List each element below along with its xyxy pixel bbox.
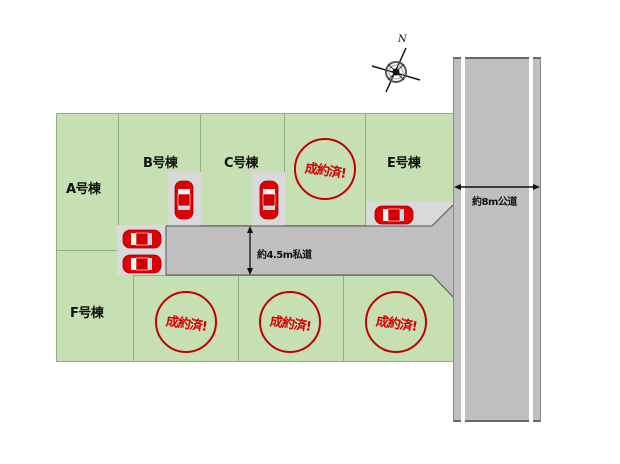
- sidewalk-left: [453, 57, 461, 422]
- sold-stamp-h: 成約済!: [259, 291, 321, 353]
- public-road-label: 約8m公道: [472, 197, 517, 208]
- roadway: [465, 57, 529, 422]
- car-icon-b: [174, 180, 194, 220]
- car-icon-a: [122, 229, 162, 249]
- sidewalk-right: [533, 57, 541, 422]
- lot-f-label: F号棟: [70, 306, 104, 321]
- sold-stamp-i: 成約済!: [365, 291, 427, 353]
- public-road: [453, 57, 541, 422]
- lot-b-label: B号棟: [143, 156, 178, 171]
- sold-stamp-g: 成約済!: [155, 291, 217, 353]
- compass-icon: [371, 47, 421, 93]
- lot-a-label: A号棟: [66, 182, 101, 197]
- sold-stamp-d: 成約済!: [294, 138, 356, 200]
- car-icon-f: [122, 254, 162, 274]
- lot-c-label: C号棟: [224, 156, 259, 171]
- north-label: N: [398, 34, 407, 45]
- car-icon-e: [374, 205, 414, 225]
- compass-rose: N: [366, 34, 426, 96]
- private-road-label: 約4.5m私道: [257, 250, 312, 261]
- lot-e-label: E号棟: [387, 156, 421, 171]
- car-icon-c: [259, 180, 279, 220]
